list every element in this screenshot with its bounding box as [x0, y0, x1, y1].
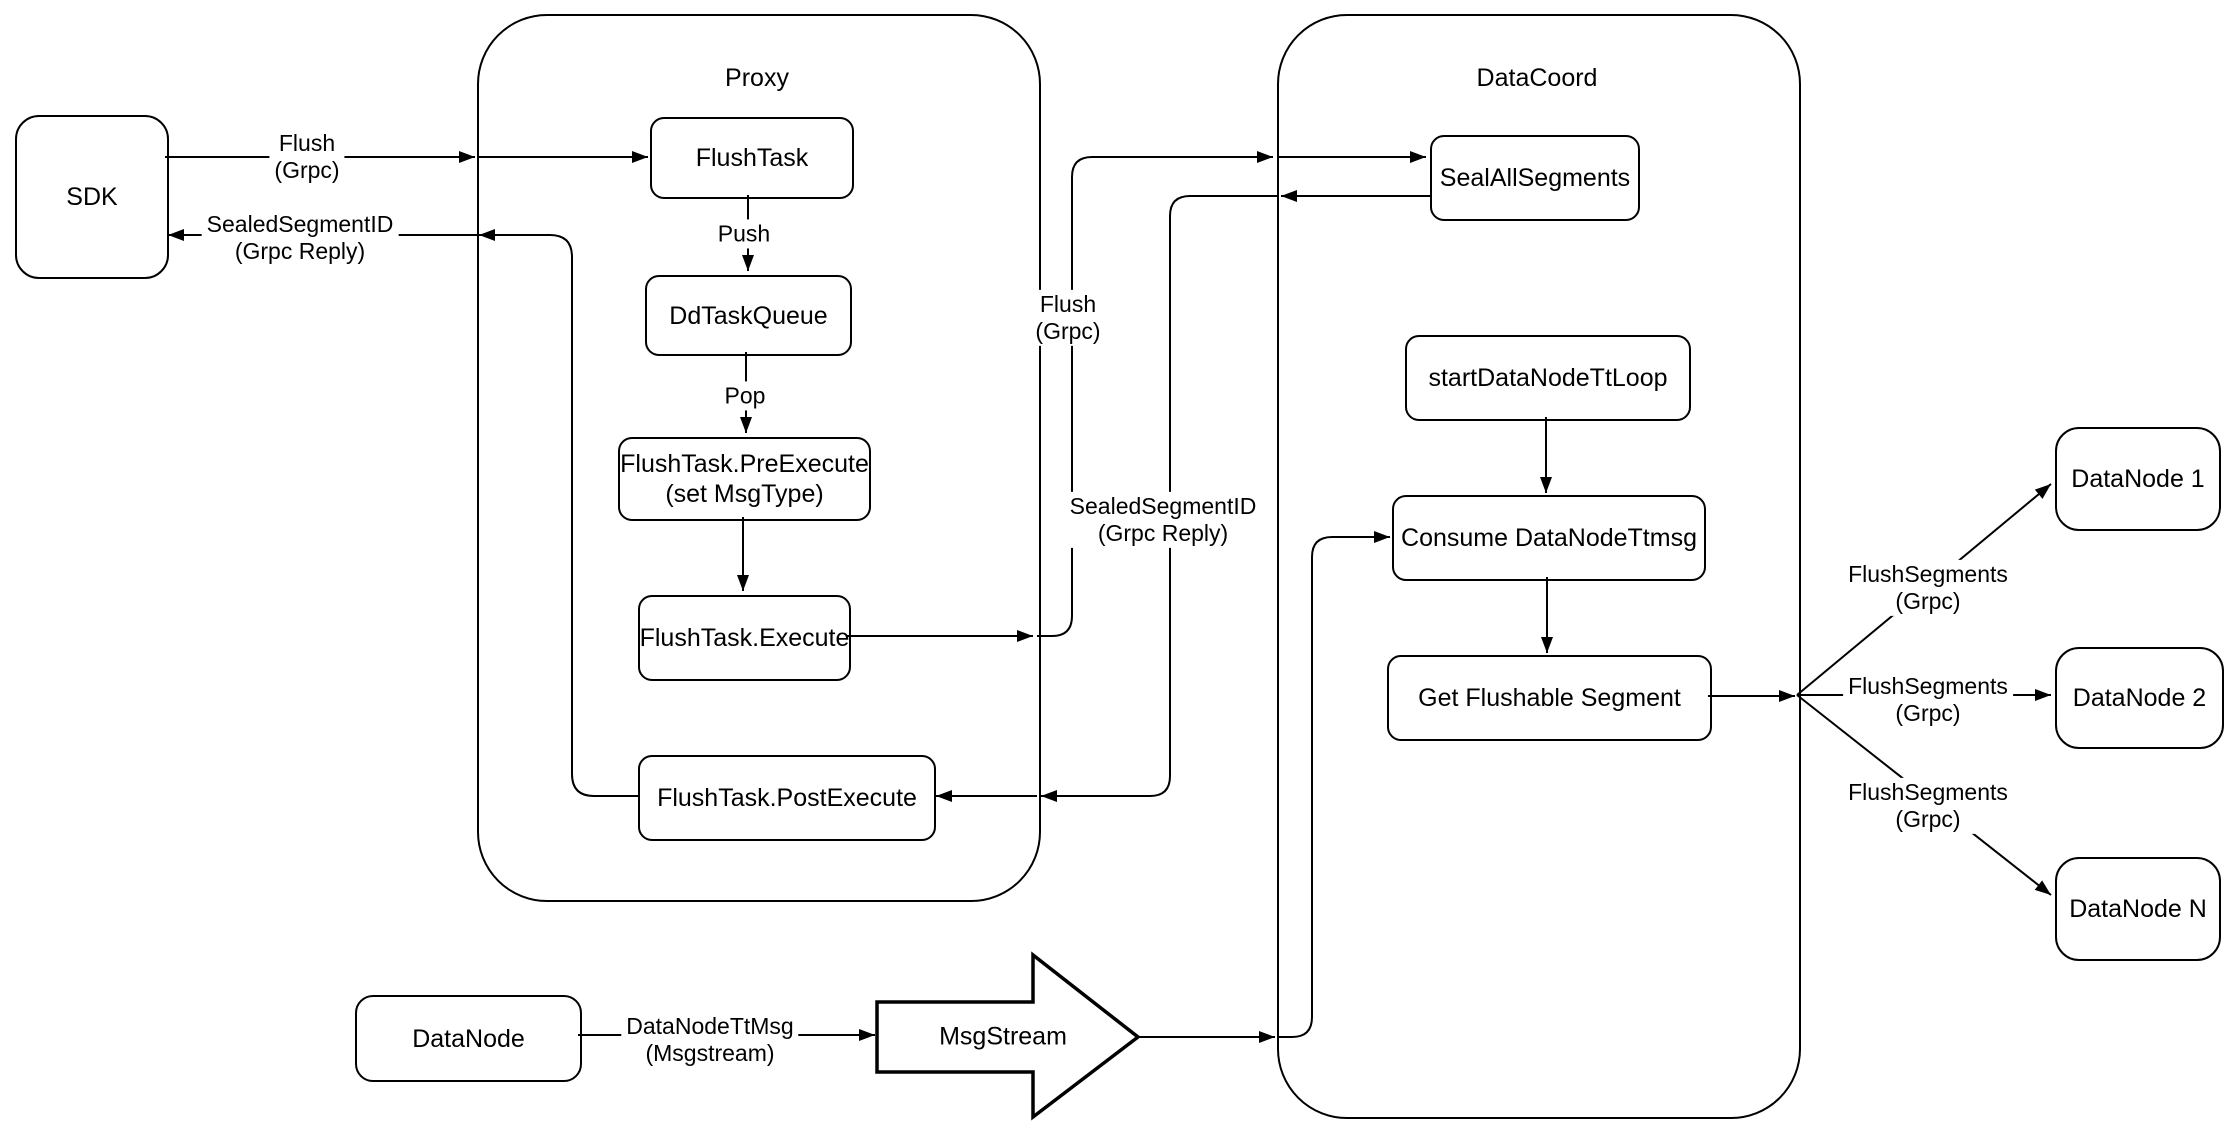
node-data-node-2: DataNode 2 — [2055, 647, 2224, 749]
node-sdk: SDK — [15, 115, 169, 279]
node-consume-data-node-ttmsg: Consume DataNodeTtmsg — [1392, 495, 1706, 581]
node-data-node-n: DataNode N — [2055, 857, 2221, 961]
edge-label-line: (Grpc) — [1895, 700, 1961, 726]
edge-label-line: FlushSegments — [1848, 778, 2008, 805]
edge-label-line: SealedSegmentID — [1069, 492, 1257, 519]
node-dd-task-queue-label: DdTaskQueue — [669, 301, 828, 330]
node-flush-task-pre-execute-sublabel: (set MsgType) — [665, 480, 824, 508]
edge-label-pop: Pop — [719, 381, 771, 411]
node-get-flushable-segment: Get Flushable Segment — [1387, 655, 1712, 741]
node-flush-task-execute-label: FlushTask.Execute — [639, 624, 850, 652]
edge-label-datanodettmsg: DataNodeTtMsg (Msgstream) — [621, 1011, 799, 1069]
edge-label-flushsegments-1: FlushSegments (Grpc) — [1843, 559, 2013, 617]
edge-label-line: (Grpc) — [1035, 318, 1101, 344]
node-data-node-2-label: DataNode 2 — [2072, 684, 2207, 712]
edge-label-line: (Grpc) — [1895, 806, 1961, 832]
edge-label-line: Flush — [278, 129, 336, 156]
edge-label-sealedsegmentid-mid: SealedSegmentID (Grpc Reply) — [1064, 491, 1262, 549]
edge-label-flushsegments-2: FlushSegments (Grpc) — [1843, 671, 2013, 729]
node-data-node-label: DataNode — [412, 1024, 525, 1053]
edge-label-line: (Grpc) — [1895, 588, 1961, 614]
edge-label-flushsegments-3: FlushSegments (Grpc) — [1843, 777, 2013, 835]
node-seal-all-segments-label: SealAllSegments — [1439, 164, 1631, 192]
proxy-container-title: Proxy — [725, 64, 789, 92]
edge-label-line: (Grpc Reply) — [234, 238, 366, 264]
node-msgstream-label: MsgStream — [939, 1022, 1067, 1051]
edge-label-line: Pop — [724, 382, 766, 409]
edge-label-line: DataNodeTtMsg — [626, 1012, 794, 1039]
node-get-flushable-segment-label: Get Flushable Segment — [1418, 684, 1681, 712]
edge-label-line: Flush — [1039, 290, 1097, 317]
edge-label-line: SealedSegmentID — [206, 210, 394, 237]
edge-label-push: Push — [712, 219, 776, 249]
datacoord-container-title: DataCoord — [1476, 64, 1598, 92]
node-data-node-1: DataNode 1 — [2055, 427, 2221, 531]
node-flush-task: FlushTask — [650, 117, 854, 199]
node-data-node-n-label: DataNode N — [2069, 895, 2207, 923]
node-flush-task-execute: FlushTask.Execute — [638, 595, 851, 681]
edge-label-line: FlushSegments — [1848, 560, 2008, 587]
edge-label-flush-grpc-mid: Flush (Grpc) — [1030, 289, 1106, 347]
node-dd-task-queue: DdTaskQueue — [645, 275, 852, 356]
edge-label-line: (Grpc Reply) — [1097, 520, 1229, 546]
edge-label-line: Push — [717, 220, 771, 247]
edge-label-flush-grpc-sdk: Flush (Grpc) — [269, 128, 345, 186]
edge-proxy-to-datacoord-flush — [1037, 151, 1273, 637]
node-consume-data-node-ttmsg-label: Consume DataNodeTtmsg — [1401, 524, 1697, 552]
node-data-node: DataNode — [355, 995, 582, 1082]
edge-label-sealedsegmentid-sdk: SealedSegmentID (Grpc Reply) — [201, 209, 399, 267]
node-seal-all-segments: SealAllSegments — [1430, 135, 1640, 221]
edge-label-line: (Msgstream) — [645, 1040, 775, 1066]
node-flush-task-label: FlushTask — [695, 144, 809, 172]
node-data-node-1-label: DataNode 1 — [2071, 465, 2205, 493]
node-start-data-node-tt-loop-label: startDataNodeTtLoop — [1428, 364, 1668, 392]
node-flush-task-post-execute-label: FlushTask.PostExecute — [657, 784, 917, 812]
node-flush-task-pre-execute: FlushTask.PreExecute (set MsgType) — [618, 437, 871, 521]
node-flush-task-pre-execute-label: FlushTask.PreExecute — [620, 450, 869, 478]
node-start-data-node-tt-loop: startDataNodeTtLoop — [1405, 335, 1691, 421]
edge-label-line: FlushSegments — [1848, 672, 2008, 699]
edge-label-line: (Grpc) — [274, 157, 340, 183]
node-sdk-label: SDK — [66, 183, 118, 211]
node-flush-task-post-execute: FlushTask.PostExecute — [638, 755, 936, 841]
